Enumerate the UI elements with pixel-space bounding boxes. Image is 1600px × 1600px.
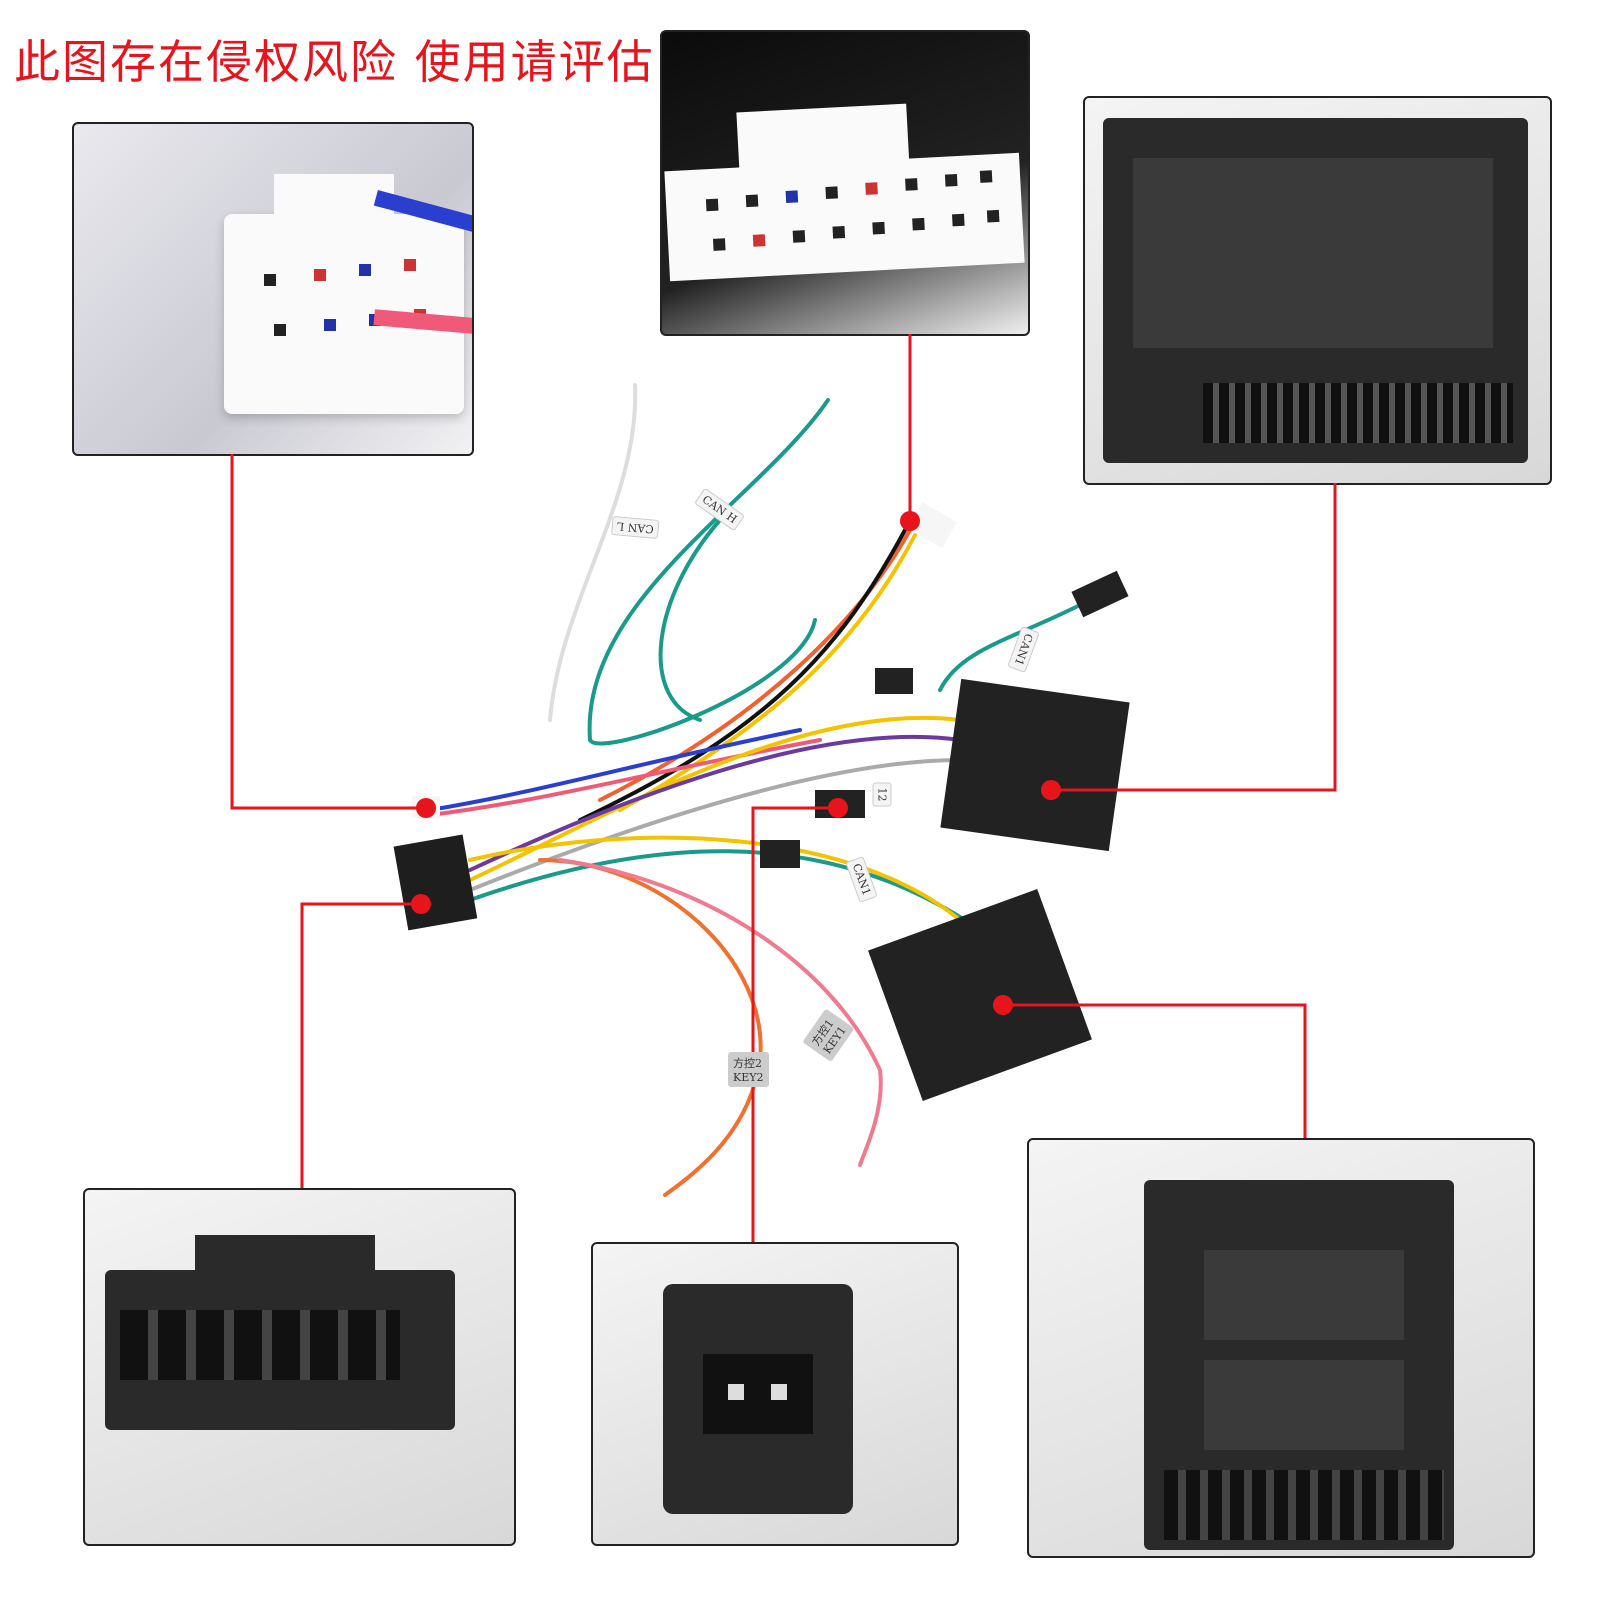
callout-dot xyxy=(993,995,1013,1015)
wires xyxy=(428,383,1082,1197)
wire-label-can-l: CAN L xyxy=(611,515,660,540)
wire-label-key2: 方控2 KEY2 xyxy=(728,1052,769,1087)
black-connector xyxy=(663,1284,853,1514)
iso-plug xyxy=(868,889,1092,1101)
black-connector xyxy=(1103,118,1528,463)
wire-orange xyxy=(538,858,763,1197)
black-connector xyxy=(105,1270,455,1430)
black-connector xyxy=(1144,1180,1454,1550)
callout-dot xyxy=(900,511,920,531)
photo-white-8pin-connector xyxy=(72,122,474,456)
warning-title: 此图存在侵权风险 使用请评估 xyxy=(14,35,655,89)
wire-teal xyxy=(587,398,830,746)
callout-dot xyxy=(1041,780,1061,800)
wire-pink xyxy=(558,858,883,1167)
callout-dot xyxy=(416,798,436,818)
wire-white xyxy=(548,383,638,722)
photo-quadlock-connector xyxy=(1083,96,1552,485)
callout-dot xyxy=(411,894,431,914)
photo-white-16pin-connector xyxy=(660,30,1030,336)
photo-iso-connector xyxy=(1027,1138,1535,1558)
wire-teal xyxy=(658,518,722,722)
harness-connectors xyxy=(393,502,1130,1101)
iso-16pin-plug xyxy=(393,834,478,931)
photo-black-16pin-connector xyxy=(83,1188,516,1546)
photo-black-2pin-connector xyxy=(591,1242,959,1546)
callout-lines xyxy=(230,334,1337,1242)
quadlock-plug xyxy=(940,678,1130,852)
callout-dots xyxy=(411,511,1061,1015)
callout-dot xyxy=(828,798,848,818)
wire-label-12: 12 xyxy=(872,782,892,807)
white-16pin-plug xyxy=(907,502,957,548)
